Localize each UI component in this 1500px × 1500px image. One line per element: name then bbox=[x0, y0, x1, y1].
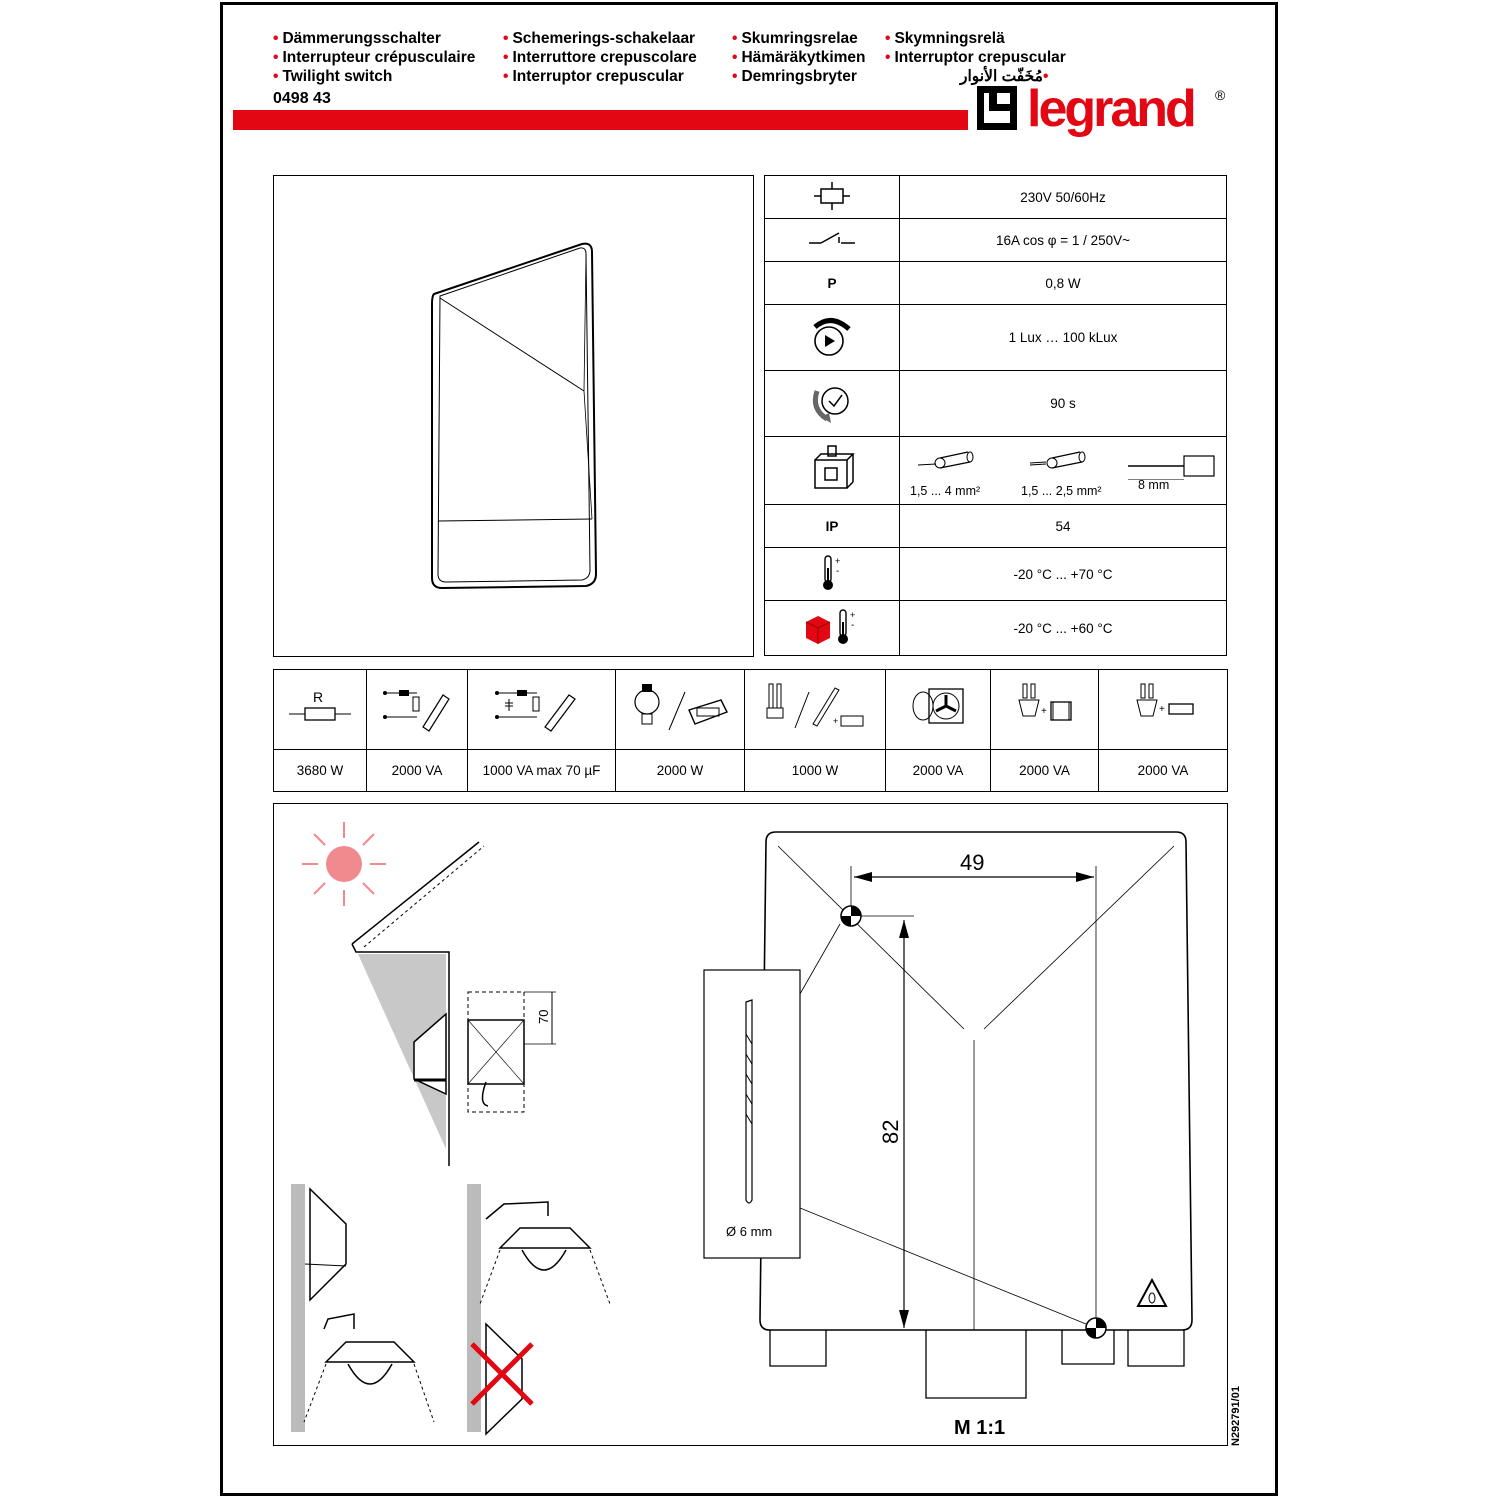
svg-text:-: - bbox=[851, 620, 854, 631]
svg-text:+: + bbox=[835, 556, 840, 566]
spec-row-delay: 90 s bbox=[764, 370, 1227, 437]
ip-symbol: IP bbox=[764, 504, 900, 548]
product-drawing-box bbox=[273, 175, 754, 657]
load-value-motor: 2000 VA bbox=[885, 749, 991, 792]
relay-coil-icon bbox=[814, 181, 850, 210]
dim-82-label: 82 bbox=[878, 1120, 903, 1144]
lv-halogen-electronic-icon: + bbox=[1136, 683, 1194, 717]
loads-icons-row: R + + + bbox=[273, 669, 1228, 750]
spec-operating-temp: -20 °C ... +70 °C bbox=[899, 547, 1227, 601]
thermometer-icon: +- bbox=[823, 554, 840, 590]
load-value-incandescent: 2000 W bbox=[615, 749, 745, 792]
page-frame bbox=[220, 2, 1278, 1496]
product-illustration bbox=[431, 242, 598, 590]
header-col3: •Skumringsrelae •Hämäräkytkimen •Demring… bbox=[732, 30, 866, 85]
header-col1: •Dämmerungsschalter •Interrupteur crépus… bbox=[273, 30, 476, 85]
svg-text:+: + bbox=[850, 610, 855, 620]
svg-text:-: - bbox=[836, 566, 839, 577]
incandescent-halogen-icon bbox=[634, 684, 728, 731]
header-col2: •Schemerings-schakelaar •Interruttore cr… bbox=[503, 30, 697, 85]
load-value-cfl: 1000 W bbox=[744, 749, 886, 792]
loads-values-row: 3680 W 2000 VA 1000 VA max 70 µF 2000 W … bbox=[273, 749, 1228, 792]
scale-label: M 1:1 bbox=[954, 1417, 1005, 1439]
spec-delay: 90 s bbox=[899, 370, 1227, 437]
lux-dial-icon bbox=[813, 318, 851, 356]
spec-row-lux: 1 Lux … 100 kLux bbox=[764, 304, 1227, 371]
installation-panel: 70 49 82 bbox=[273, 803, 1228, 1446]
wire-types-icon bbox=[917, 450, 1215, 480]
spec-switching: 16A cos φ = 1 / 250V~ bbox=[899, 218, 1227, 262]
warning-triangle-icon bbox=[1136, 1277, 1168, 1307]
legrand-logo: legrand ® bbox=[975, 80, 1235, 142]
spec-power: 0,8 W bbox=[899, 261, 1227, 305]
height-70-label: 70 bbox=[536, 1010, 551, 1024]
spec-storage-temp: -20 °C ... +60 °C bbox=[899, 600, 1227, 656]
compensated-fluorescent-icon bbox=[494, 690, 576, 732]
spec-row-storage-temp: +- -20 °C ... +60 °C bbox=[764, 600, 1227, 656]
svg-text:+: + bbox=[1041, 706, 1047, 717]
mounting-hole-bottom bbox=[1085, 1317, 1107, 1339]
load-value-electronic: 2000 VA bbox=[1098, 749, 1228, 792]
spec-row-power: P 0,8 W bbox=[764, 261, 1227, 305]
load-value-compensated: 1000 VA max 70 µF bbox=[467, 749, 616, 792]
logo-registered: ® bbox=[1215, 87, 1226, 103]
power-symbol: P bbox=[764, 261, 900, 305]
load-value-transformer: 2000 VA bbox=[990, 749, 1099, 792]
red-bar bbox=[233, 110, 968, 130]
header-col4: •Skymningsrelä •Interruptor crepuscular … bbox=[885, 30, 1066, 85]
installation-drawing: 70 49 82 bbox=[291, 822, 1193, 1439]
spec-voltage: 230V 50/60Hz bbox=[899, 175, 1227, 219]
spec-row-voltage: 230V 50/60Hz bbox=[764, 175, 1227, 219]
spec-table: 230V 50/60Hz 16A cos φ = 1 / 250V~ P 0,8… bbox=[764, 175, 1227, 656]
load-value-fluorescent: 2000 VA bbox=[366, 749, 468, 792]
svg-text:R: R bbox=[313, 689, 323, 705]
drill-size-label: Ø 6 mm bbox=[726, 1224, 772, 1239]
logo-wordmark: legrand bbox=[1027, 82, 1194, 138]
svg-text:+: + bbox=[1159, 704, 1165, 715]
storage-box-thermometer-icon: +- bbox=[805, 608, 855, 644]
part-number: 0498 43 bbox=[273, 90, 331, 107]
dim-49-label: 49 bbox=[960, 850, 984, 875]
doc-code: N292791/01 bbox=[1230, 1386, 1242, 1446]
spec-row-switching: 16A cos φ = 1 / 250V~ bbox=[764, 218, 1227, 262]
spec-terminal-flexible: 1,5 ... 2,5 mm² bbox=[1021, 483, 1102, 498]
sun-icon bbox=[302, 822, 386, 906]
fan-motor-icon bbox=[912, 688, 964, 724]
contact-switch-icon bbox=[809, 231, 855, 244]
mounting-hole-top bbox=[840, 905, 862, 927]
spec-row-terminal: 1,5 ... 4 mm² 1,5 ... 2,5 mm² 8 mm bbox=[764, 436, 1227, 505]
cfl-led-icon: + bbox=[766, 683, 864, 729]
spec-terminal-rigid: 1,5 ... 4 mm² bbox=[910, 483, 981, 498]
load-value-resistive: 3680 W bbox=[273, 749, 367, 792]
spec-lux: 1 Lux … 100 kLux bbox=[899, 304, 1227, 371]
spec-row-ip: IP 54 bbox=[764, 504, 1227, 548]
resistive-load-icon: R bbox=[289, 689, 351, 721]
spec-strip-length: 8 mm bbox=[1138, 477, 1170, 492]
lv-halogen-transformer-icon: + bbox=[1017, 683, 1072, 721]
wrong-cross-icon bbox=[470, 1342, 534, 1406]
spec-row-operating-temp: +- -20 °C ... +70 °C bbox=[764, 547, 1227, 601]
loads-table: R + + + 3680 W 2000 VA 1000 VA max 70 µF… bbox=[273, 669, 1228, 792]
spec-ip: 54 bbox=[899, 504, 1227, 548]
timer-delay-icon bbox=[812, 387, 849, 423]
svg-text:+: + bbox=[833, 716, 838, 726]
terminal-screw-icon bbox=[814, 445, 855, 489]
fluorescent-lamp-icon bbox=[383, 690, 450, 732]
